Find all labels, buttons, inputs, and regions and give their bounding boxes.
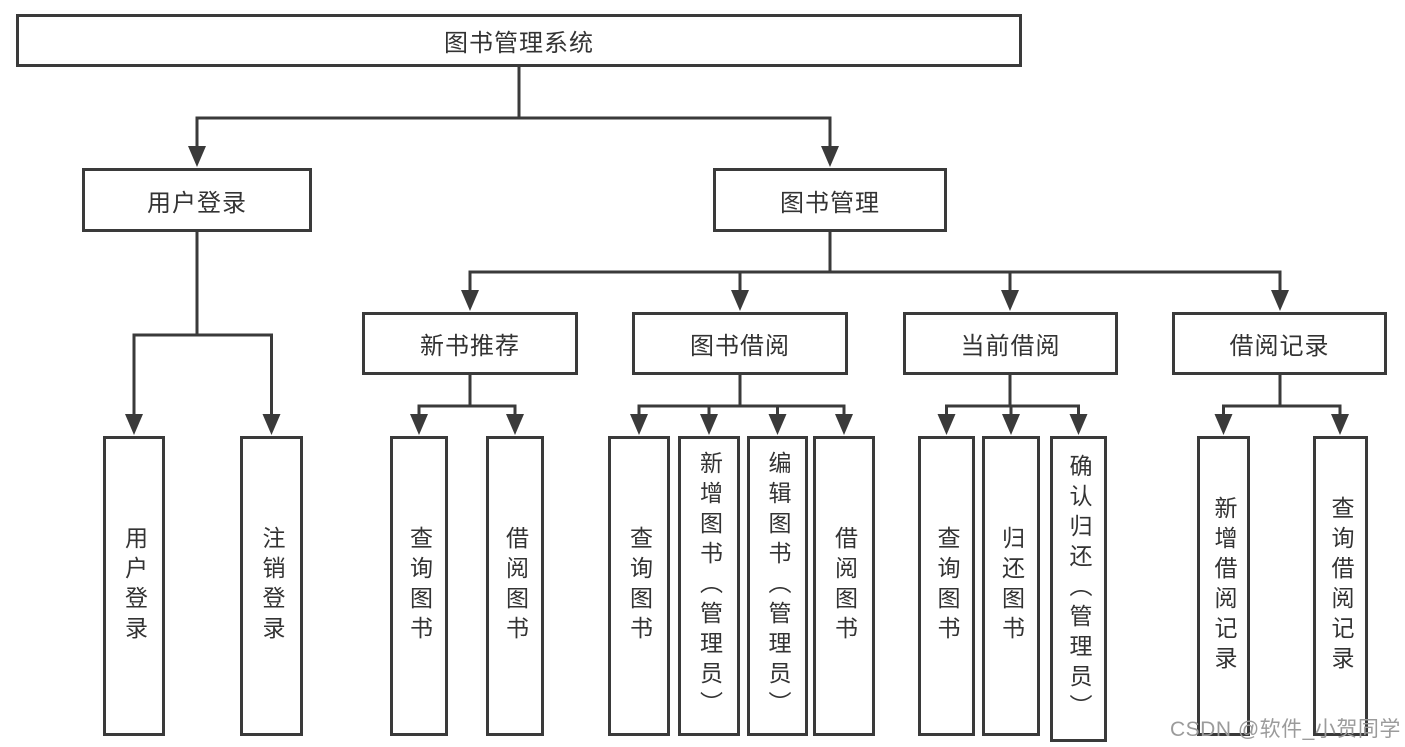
node-label: 新书推荐 [420, 333, 520, 360]
node-label: 查询借阅记录 [1328, 496, 1354, 676]
connector-book-borrow-children [630, 373, 853, 435]
leaf-logout: 注销登录 [240, 436, 303, 736]
node-label: 图书管理 [780, 189, 880, 217]
leaf-confirm-return-admin: 确认归还（管理员） [1050, 436, 1107, 742]
node-borrow-records: 借阅记录 [1172, 312, 1387, 375]
leaf-add-books-admin: 新增图书（管理员） [678, 436, 740, 736]
connector-current-borrow-children [937, 373, 1088, 435]
connector-book-management-children [461, 230, 1289, 311]
node-book-borrow: 图书借阅 [632, 312, 848, 375]
node-label: 图书借阅 [690, 333, 790, 360]
node-new-book-recommend: 新书推荐 [362, 312, 578, 375]
node-label: 用户登录 [121, 526, 148, 646]
node-label: 注销登录 [259, 526, 285, 646]
node-label: 新增借阅记录 [1211, 496, 1237, 676]
leaf-query-books-recommend: 查询图书 [390, 436, 448, 736]
connector-user-login-children [125, 230, 281, 435]
leaf-add-borrow-record: 新增借阅记录 [1197, 436, 1250, 736]
leaf-return-books: 归还图书 [982, 436, 1040, 736]
node-label: 查询图书 [934, 526, 960, 646]
leaf-user-login: 用户登录 [103, 436, 165, 736]
node-label: 借阅记录 [1229, 333, 1330, 360]
node-label: 借阅图书 [502, 526, 529, 646]
connector-borrow-records-children [1214, 373, 1349, 435]
connector-root-to-level2 [188, 64, 839, 167]
leaf-query-books: 查询图书 [608, 436, 670, 736]
csdn-watermark: CSDN @软件_小贺同学 [1170, 718, 1401, 741]
node-label: 当前借阅 [960, 333, 1061, 360]
leaf-query-borrow-record: 查询借阅记录 [1313, 436, 1368, 736]
node-label: 借阅图书 [831, 526, 858, 646]
node-label: 查询图书 [406, 526, 433, 646]
node-book-management: 图书管理 [713, 168, 947, 232]
node-book-management-system: 图书管理系统 [16, 14, 1022, 67]
connector-new-book-recommend-children [410, 373, 524, 435]
leaf-edit-books-admin: 编辑图书（管理员） [747, 436, 808, 736]
node-user-login: 用户登录 [82, 168, 312, 232]
node-label: 确认归还（管理员） [1066, 454, 1092, 724]
leaf-borrow-books-recommend: 借阅图书 [486, 436, 544, 736]
node-label: 编辑图书（管理员） [765, 451, 791, 721]
node-label: 新增图书（管理员） [696, 451, 723, 721]
node-current-borrow: 当前借阅 [903, 312, 1118, 375]
leaf-query-books-current: 查询图书 [918, 436, 975, 736]
node-label: 图书管理系统 [444, 30, 594, 57]
node-label: 用户登录 [147, 189, 247, 217]
node-label: 查询图书 [626, 526, 653, 646]
leaf-borrow-books: 借阅图书 [813, 436, 875, 736]
node-label: 归还图书 [998, 526, 1025, 646]
